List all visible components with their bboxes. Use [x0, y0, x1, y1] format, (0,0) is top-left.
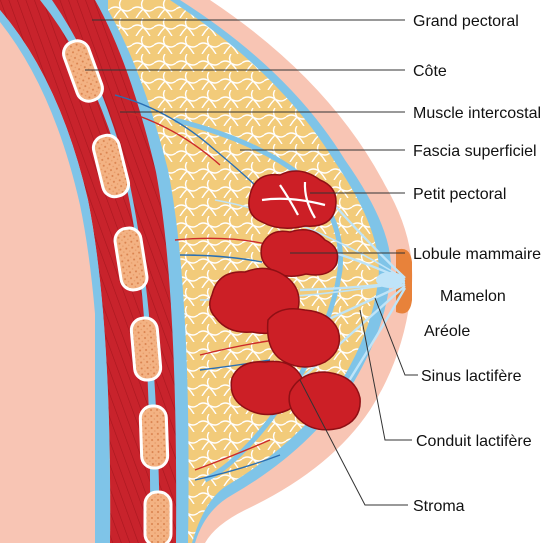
- label-areole: Aréole: [424, 323, 470, 340]
- label-sinus-lactifere: Sinus lactifère: [421, 368, 522, 385]
- label-grand-pectoral: Grand pectoral: [413, 13, 519, 30]
- labels: Grand pectoral Côte Muscle intercostal F…: [413, 13, 541, 515]
- label-conduit-lactifere: Conduit lactifère: [416, 433, 532, 450]
- label-muscle-intercostal: Muscle intercostal: [413, 105, 541, 122]
- rib: [145, 492, 171, 543]
- label-cote: Côte: [413, 63, 447, 80]
- rib: [130, 317, 161, 381]
- label-mamelon: Mamelon: [440, 288, 506, 305]
- label-petit-pectoral: Petit pectoral: [413, 186, 506, 203]
- rib: [140, 406, 168, 469]
- label-fascia-superficiel: Fascia superficiel: [413, 143, 537, 160]
- label-lobule-mammaire: Lobule mammaire: [413, 246, 541, 263]
- lactiferous-sinus: [376, 272, 404, 288]
- label-stroma: Stroma: [413, 498, 465, 515]
- lobule-4: [268, 309, 340, 367]
